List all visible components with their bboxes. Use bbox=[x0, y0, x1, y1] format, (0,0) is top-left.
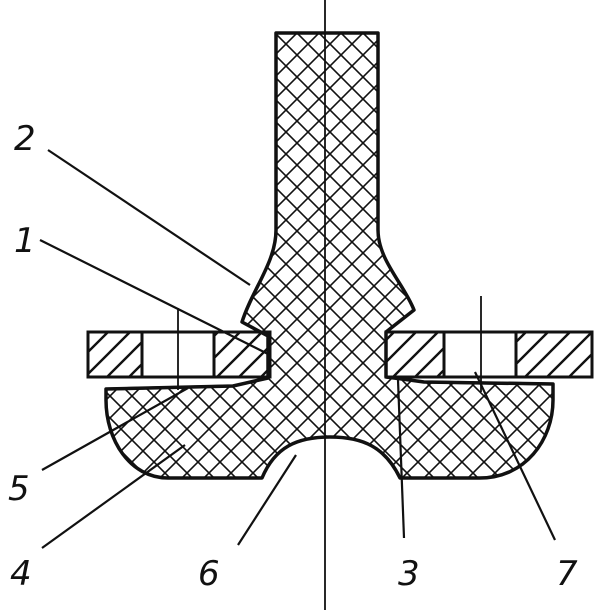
leader-line-5 bbox=[41, 387, 189, 471]
callout-4: 4 bbox=[10, 554, 32, 594]
callout-6: 6 bbox=[198, 554, 220, 594]
callout-5: 5 bbox=[8, 469, 30, 509]
callout-3: 3 bbox=[398, 554, 420, 594]
leader-line-1 bbox=[39, 239, 269, 355]
elastic-element-body bbox=[104, 31, 555, 480]
leader-line-2 bbox=[47, 149, 251, 286]
hole-center-lines bbox=[177, 296, 482, 392]
contact-lines bbox=[105, 380, 554, 391]
left-plate bbox=[86, 330, 272, 379]
callout-1: 1 bbox=[14, 221, 36, 261]
leader-line-7 bbox=[474, 371, 556, 541]
leader-line-3 bbox=[396, 379, 406, 539]
callout-2: 2 bbox=[14, 119, 36, 159]
leader-line-6 bbox=[237, 454, 297, 546]
leader-line-4 bbox=[41, 444, 186, 549]
right-bolt-hole bbox=[442, 330, 518, 379]
right-plate bbox=[384, 330, 594, 379]
leader-lines bbox=[39, 149, 556, 549]
callout-7: 7 bbox=[556, 554, 578, 594]
